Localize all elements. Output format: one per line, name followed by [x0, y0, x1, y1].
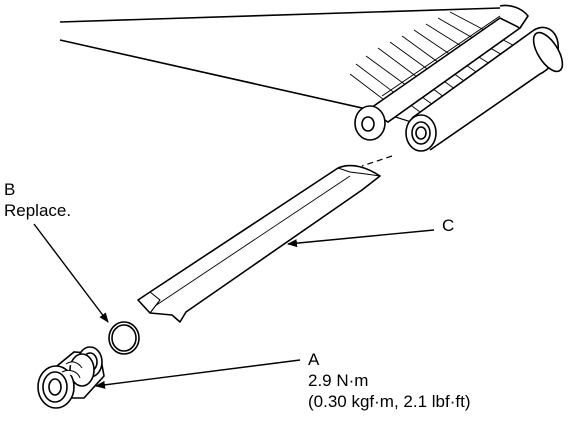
o-ring — [108, 321, 140, 355]
plug — [37, 346, 105, 409]
callout-a-letter: A — [308, 350, 320, 369]
callout-c-letter: C — [442, 216, 455, 235]
leader-lines — [33, 223, 435, 389]
callout-a-torque: 2.9 N·m — [308, 371, 369, 390]
leader-c — [287, 229, 435, 248]
desiccant-bag — [137, 164, 381, 323]
leader-a — [95, 359, 301, 389]
centerline — [361, 155, 393, 167]
callout-b-note: Replace. — [4, 201, 72, 220]
callout-a-torque-alt: (0.30 kgf·m, 2.1 lbf·ft) — [308, 392, 471, 411]
end-cap — [354, 105, 386, 141]
receiver-dryer — [405, 26, 564, 152]
callout-b-letter: B — [4, 180, 16, 199]
leader-b — [33, 223, 109, 323]
